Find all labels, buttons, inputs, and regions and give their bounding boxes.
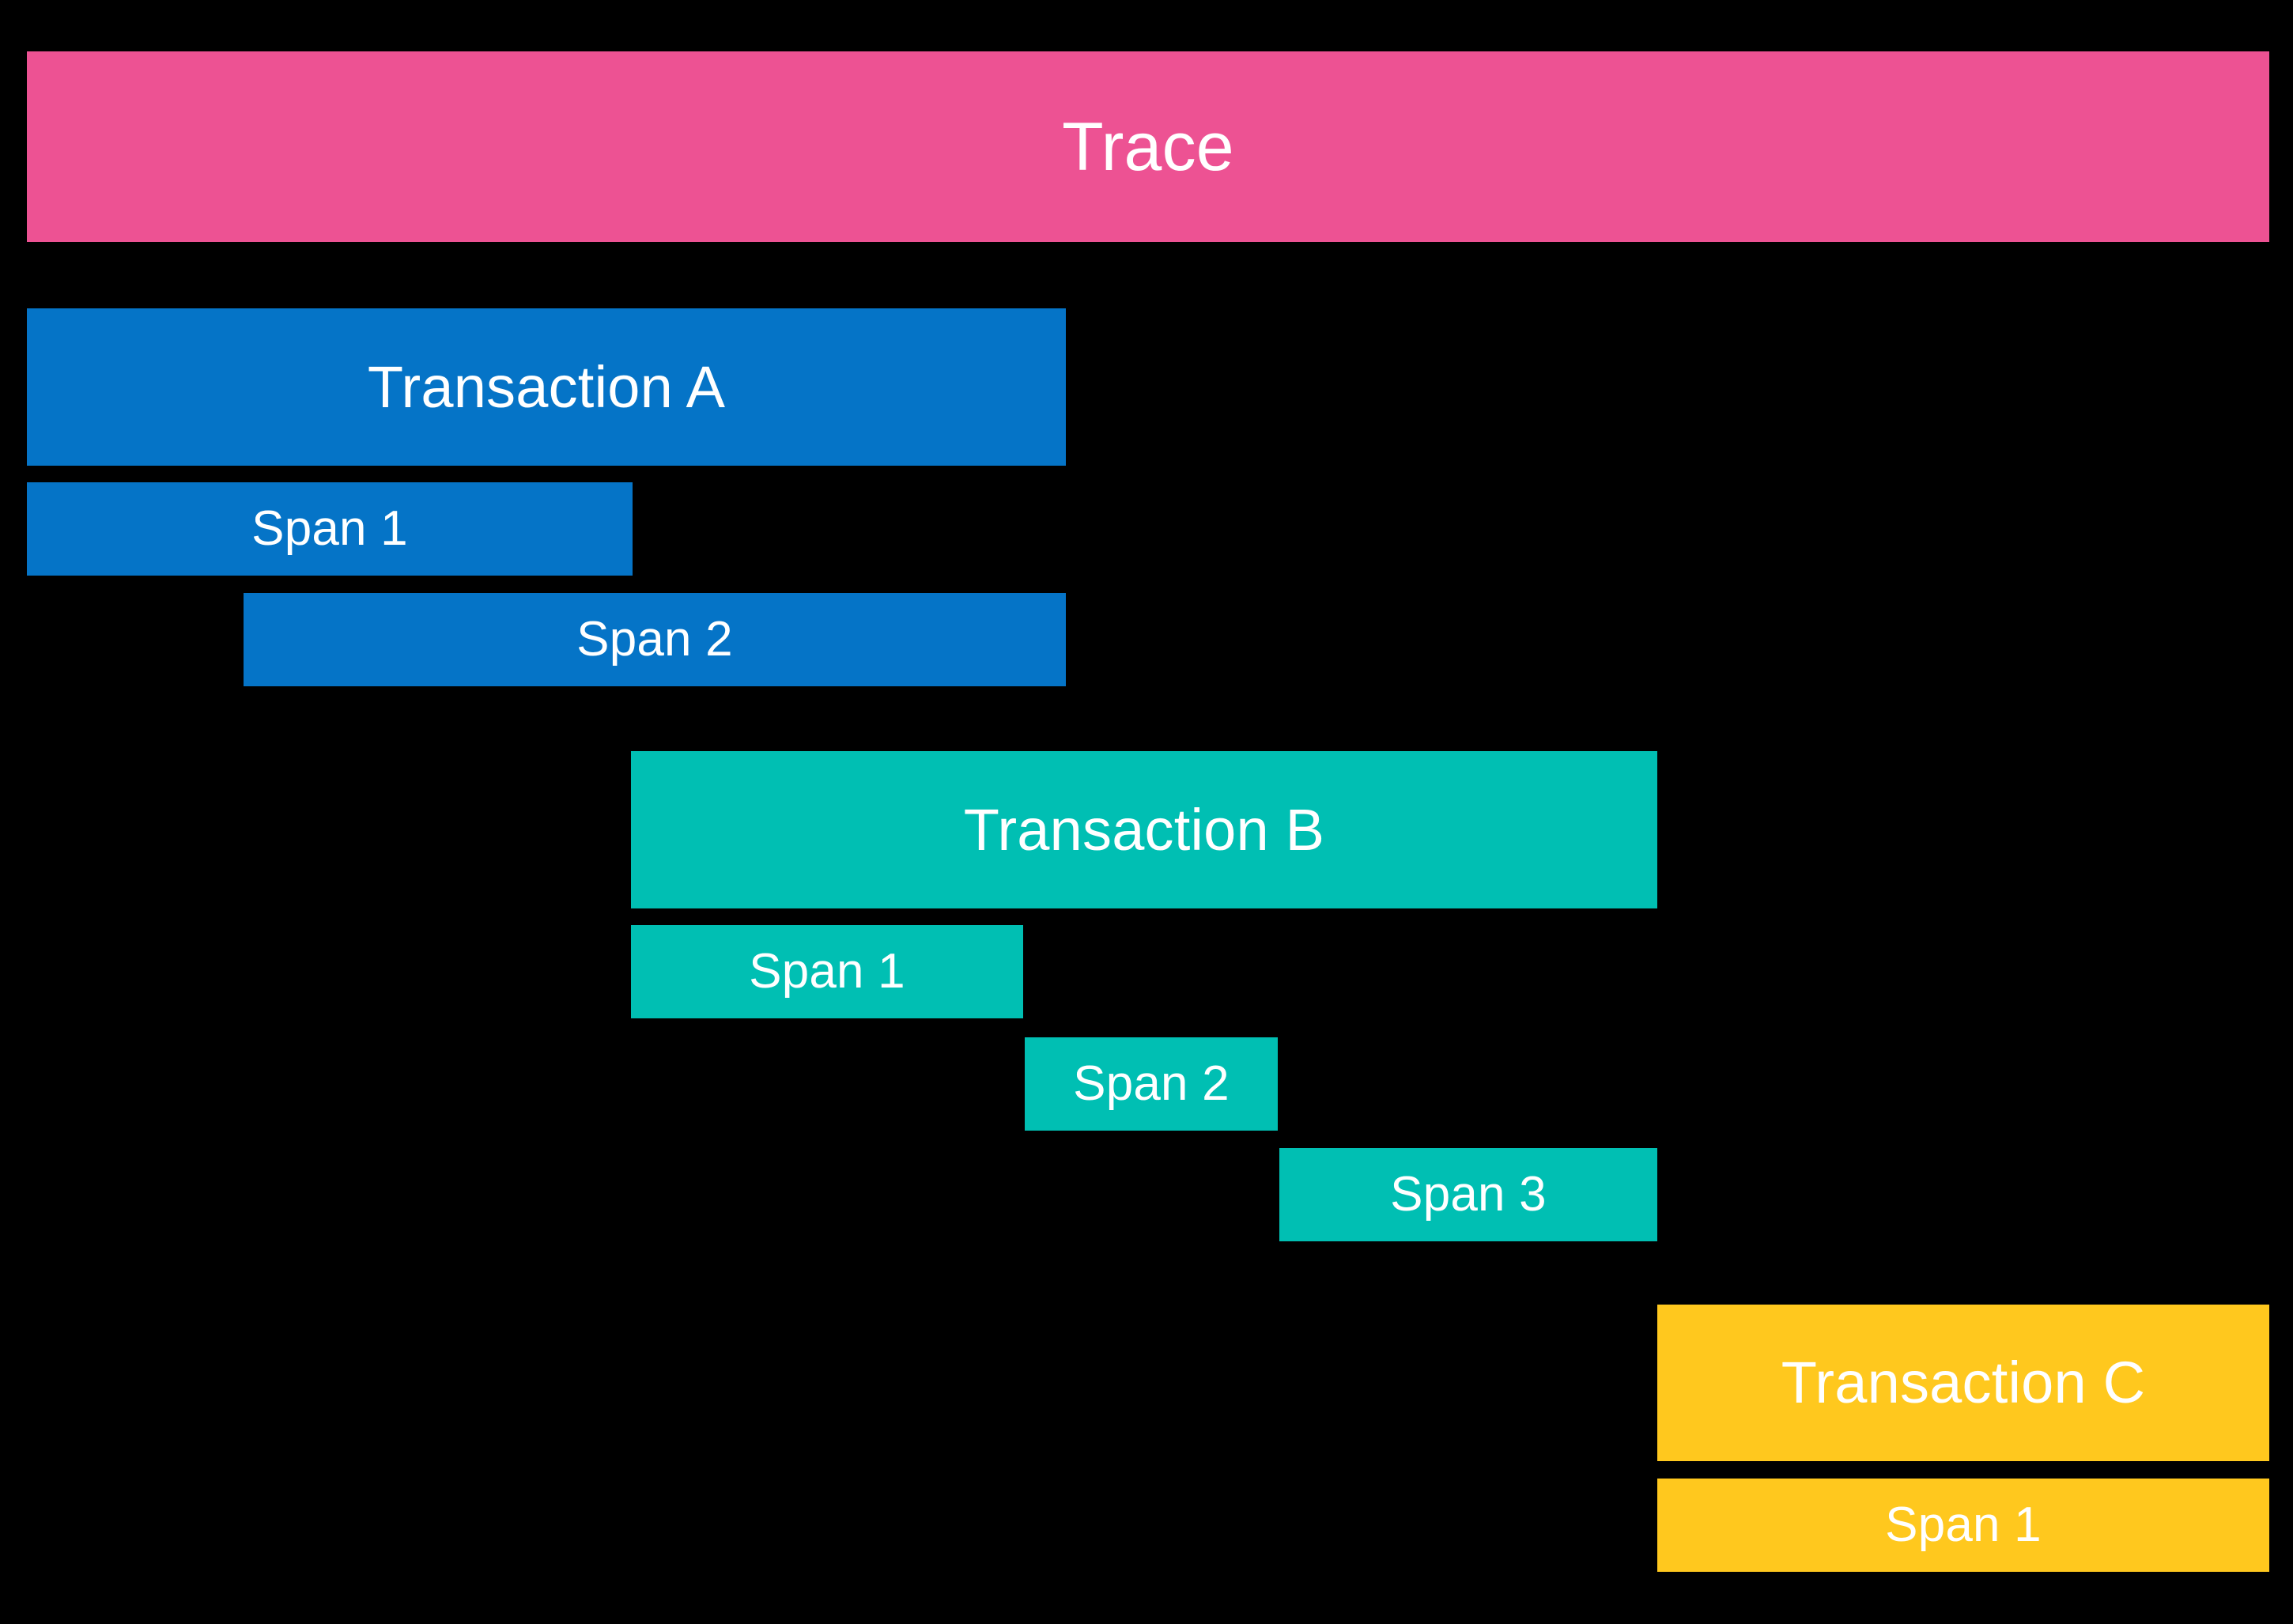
transaction-c-label: Transaction C [1781, 1350, 2146, 1415]
transaction-b-span-1-label: Span 1 [749, 944, 905, 999]
transaction-c-span-1-label: Span 1 [1885, 1497, 2042, 1552]
transaction-a-label: Transaction A [367, 353, 726, 420]
transaction-a-span-2-bar[interactable]: Span 2 [244, 593, 1066, 686]
transaction-b-span-1-bar[interactable]: Span 1 [631, 925, 1023, 1018]
transaction-c-span-1-bar[interactable]: Span 1 [1657, 1479, 2269, 1572]
transaction-c-bar[interactable]: Transaction C [1657, 1305, 2269, 1461]
transaction-b-span-3-label: Span 3 [1390, 1167, 1547, 1222]
transaction-b-span-2-label: Span 2 [1073, 1056, 1230, 1111]
transaction-a-bar[interactable]: Transaction A [27, 308, 1066, 466]
transaction-a-span-2-label: Span 2 [576, 612, 733, 667]
transaction-a-span-1-label: Span 1 [251, 501, 408, 556]
trace-bar[interactable]: Trace [27, 51, 2269, 242]
transaction-b-span-2-bar[interactable]: Span 2 [1025, 1037, 1278, 1131]
trace-label: Trace [1062, 108, 1234, 185]
transaction-b-span-3-bar[interactable]: Span 3 [1279, 1148, 1657, 1241]
transaction-a-span-1-bar[interactable]: Span 1 [27, 482, 633, 576]
transaction-b-label: Transaction B [963, 796, 1325, 863]
transaction-b-bar[interactable]: Transaction B [631, 751, 1657, 908]
